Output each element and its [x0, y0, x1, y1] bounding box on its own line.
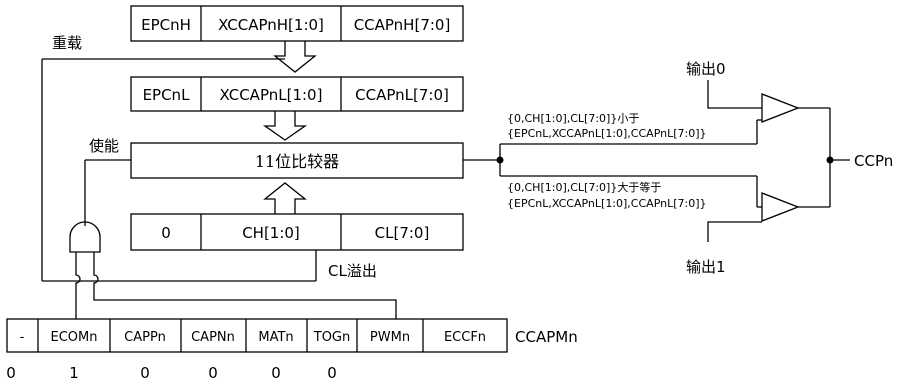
- ccapm-register-box: [6, 318, 508, 353]
- counter-arrow-icon: [263, 182, 307, 214]
- reload-label: 重载: [52, 34, 82, 52]
- xccapnh-cell: XCCAPnH[1:0]: [218, 16, 324, 34]
- counter-zero-cell: 0: [161, 224, 171, 242]
- condition-lt-line1: {0,CH[1:0],CL[7:0]}小于: [507, 112, 639, 125]
- ccapm-bit: CAPNn: [191, 330, 235, 345]
- reload-arrow-icon: [273, 41, 317, 73]
- ccapm-bit: CAPPn: [124, 330, 166, 345]
- ccapnl-cell: CCAPnL[7:0]: [355, 86, 449, 104]
- overflow-label: CL溢出: [328, 262, 377, 280]
- counter-ch-cell: CH[1:0]: [242, 224, 300, 242]
- output1-label: 输出1: [686, 258, 726, 276]
- ccapm-bit: TOGn: [313, 330, 351, 345]
- condition-lt-line2: {EPCnL,XCCAPnL[1:0],CCAPnL[7:0]}: [507, 127, 707, 140]
- counter-cl-cell: CL[7:0]: [375, 224, 430, 242]
- junction-dot-icon: [496, 156, 504, 164]
- ccapm-bit: MATn: [258, 330, 293, 345]
- condition-ge-line1: {0,CH[1:0],CL[7:0]}大于等于: [507, 180, 661, 194]
- ccapm-register-name: CCAPMn: [515, 328, 578, 346]
- ccapm-value: 0: [6, 364, 16, 382]
- output0-label: 输出0: [686, 60, 726, 78]
- ccapm-value: 0: [140, 364, 150, 382]
- compare-input-arrow-icon: [262, 111, 308, 141]
- xccapnl-cell: XCCAPnL[1:0]: [220, 86, 323, 104]
- epcnh-cell: EPCnH: [141, 16, 191, 34]
- buffer-output0-icon: [761, 93, 800, 123]
- ccapm-value: 1: [69, 364, 79, 382]
- ccapm-bit: PWMn: [370, 330, 410, 345]
- enable-label: 使能: [89, 137, 119, 155]
- ccapnh-cell: CCAPnH[7:0]: [354, 16, 451, 34]
- buffer-output1-icon: [761, 192, 800, 222]
- ccapm-bit: ECCFn: [444, 330, 486, 345]
- epcnl-cell: EPCnL: [143, 86, 191, 104]
- ccapm-bit: ECOMn: [51, 330, 98, 345]
- and-gate-icon: [69, 221, 101, 253]
- ccapm-bit: -: [20, 330, 25, 345]
- condition-ge-line2: {EPCnL,XCCAPnL[1:0],CCAPnL[7:0]}: [507, 197, 707, 210]
- reg-low-box: [130, 76, 464, 112]
- ccapm-value: 0: [271, 364, 281, 382]
- comparator-label: 11位比较器: [255, 152, 339, 171]
- counter-box: [130, 213, 464, 251]
- ccapm-value: 0: [327, 364, 337, 382]
- ccapm-value: 0: [208, 364, 218, 382]
- ccpn-label: CCPn: [854, 152, 893, 170]
- reg-high-box: [130, 5, 464, 42]
- junction-dot-icon: [826, 156, 834, 164]
